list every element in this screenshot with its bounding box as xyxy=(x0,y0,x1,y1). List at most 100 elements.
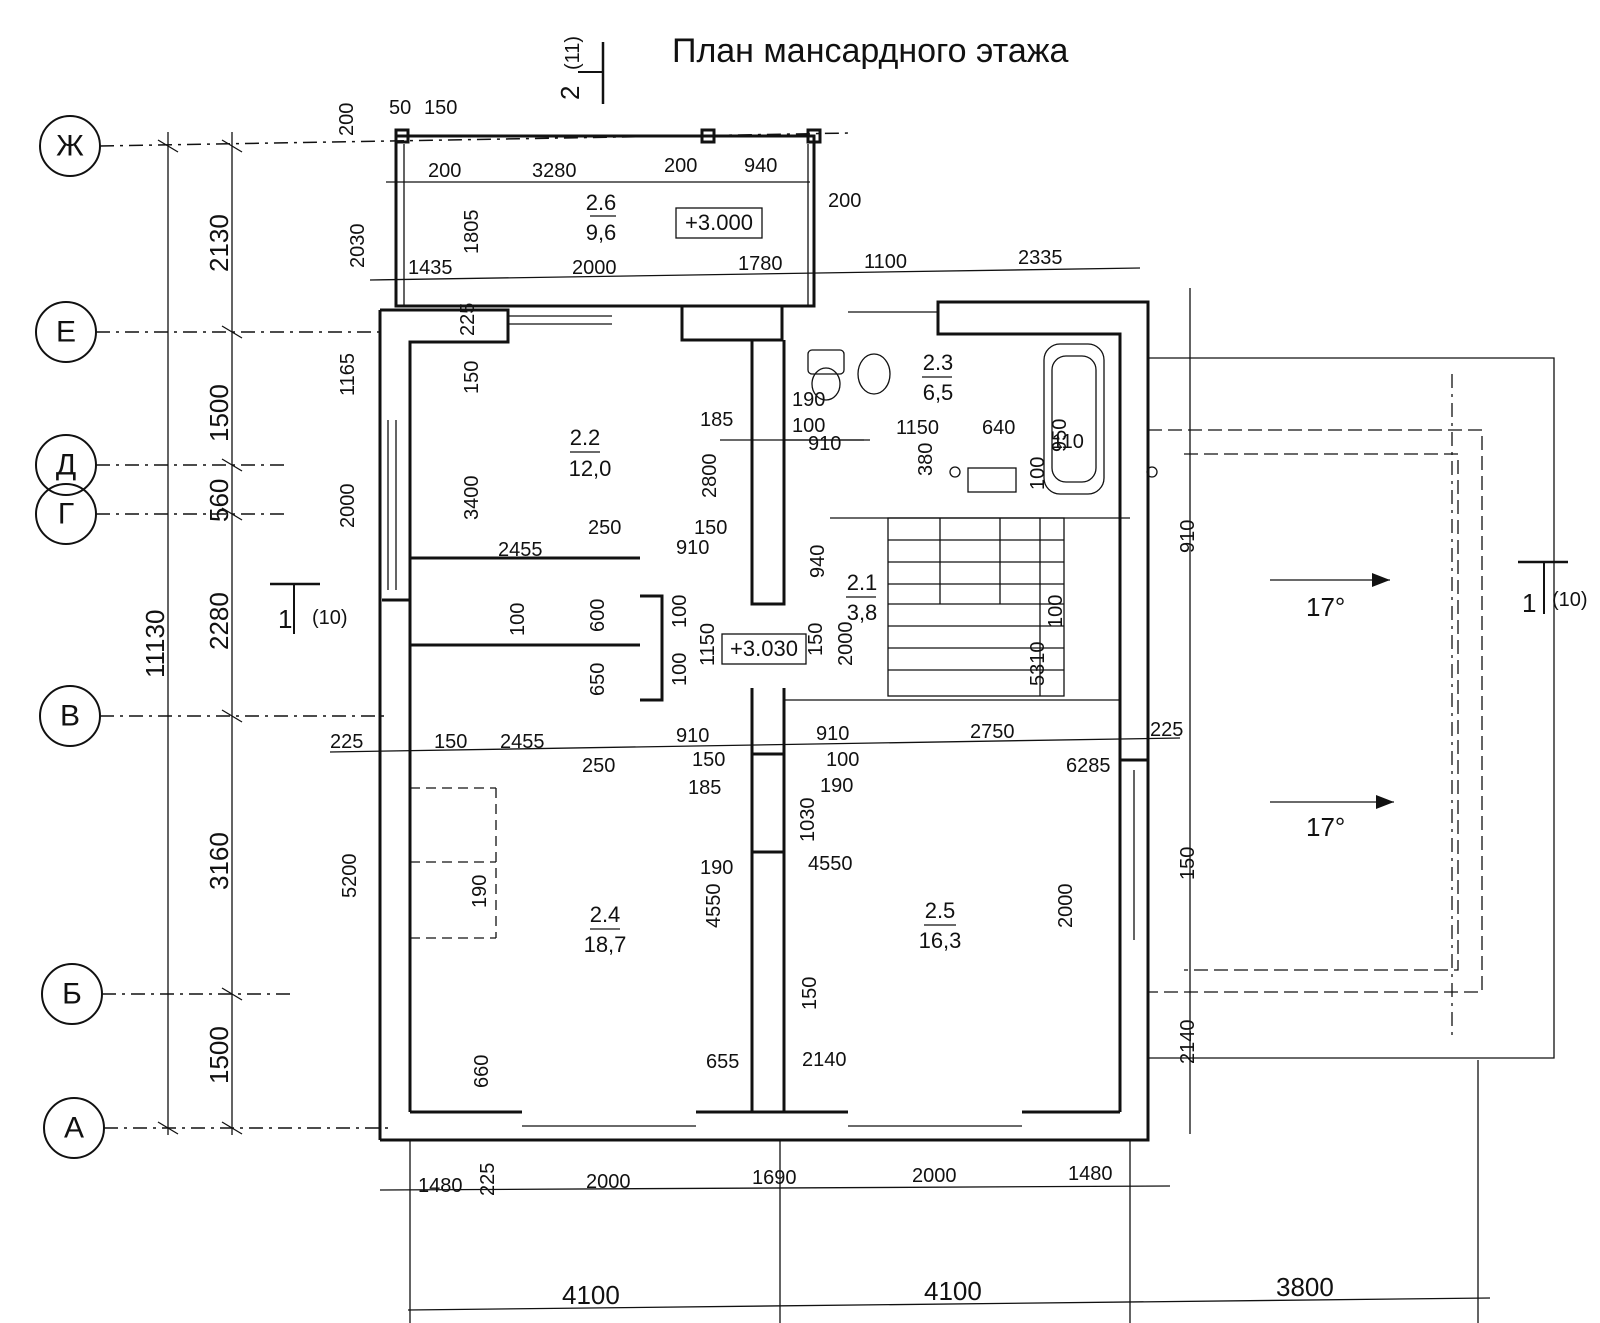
total-height-dim: 11130 xyxy=(140,610,170,678)
svg-text:600: 600 xyxy=(587,599,609,632)
svg-text:185: 185 xyxy=(688,777,721,799)
svg-text:100: 100 xyxy=(669,595,691,628)
svg-text:1150: 1150 xyxy=(697,623,719,666)
svg-text:100: 100 xyxy=(792,415,825,437)
svg-text:1805: 1805 xyxy=(461,210,483,255)
svg-text:225: 225 xyxy=(477,1163,499,1196)
svg-text:100: 100 xyxy=(507,603,529,636)
roof-slope-1: 17° xyxy=(1306,592,1345,622)
section-mark-1-right: 1 (10) xyxy=(1518,560,1588,618)
svg-text:640: 640 xyxy=(982,417,1015,439)
svg-text:(10): (10) xyxy=(312,607,348,629)
top-dimension-row: 1435 2000 1780 1100 2335 xyxy=(369,247,1141,281)
svg-text:В: В xyxy=(60,700,80,733)
svg-text:2335: 2335 xyxy=(1018,247,1063,269)
svg-text:225: 225 xyxy=(457,303,479,336)
svg-text:2.1: 2.1 xyxy=(847,570,878,595)
svg-text:6285: 6285 xyxy=(1066,755,1111,777)
svg-text:1435: 1435 xyxy=(408,257,453,279)
svg-text:4100: 4100 xyxy=(562,1280,620,1310)
svg-text:150: 150 xyxy=(1177,847,1199,880)
room-2-1: 2.1 3,8 xyxy=(846,570,877,625)
axis-row-v: В xyxy=(39,685,390,747)
svg-text:250: 250 xyxy=(588,517,621,539)
svg-text:2750: 2750 xyxy=(970,721,1015,743)
svg-text:2000: 2000 xyxy=(835,622,857,667)
svg-text:16,3: 16,3 xyxy=(919,928,962,953)
svg-text:1165: 1165 xyxy=(337,353,359,396)
svg-text:4550: 4550 xyxy=(808,853,853,875)
section-2-ref: (11) xyxy=(562,36,584,70)
svg-text:150: 150 xyxy=(805,623,827,656)
svg-text:1480: 1480 xyxy=(1068,1163,1113,1185)
svg-text:910: 910 xyxy=(676,537,709,559)
svg-text:940: 940 xyxy=(807,545,829,578)
balcony-level: +3.000 xyxy=(685,210,753,235)
svg-text:200: 200 xyxy=(828,190,861,212)
drawing-title: План мансардного этажа xyxy=(672,32,1068,70)
svg-text:2000: 2000 xyxy=(572,257,617,279)
svg-text:655: 655 xyxy=(706,1051,739,1073)
axis-row-g: Г xyxy=(35,483,290,545)
svg-text:225: 225 xyxy=(330,731,363,753)
svg-text:3280: 3280 xyxy=(532,160,577,182)
room-2-6-area: 9,6 xyxy=(586,220,617,245)
svg-text:1030: 1030 xyxy=(797,798,819,843)
svg-text:150: 150 xyxy=(434,731,467,753)
svg-text:150: 150 xyxy=(799,977,821,1010)
svg-text:225: 225 xyxy=(1150,719,1183,741)
svg-text:3160: 3160 xyxy=(204,832,234,890)
svg-text:190: 190 xyxy=(792,389,825,411)
svg-text:2.2: 2.2 xyxy=(570,425,601,450)
interior-dimensions: 225 1165 150 3400 2000 2800 185 190 100 … xyxy=(329,303,1183,1088)
svg-text:200: 200 xyxy=(428,160,461,182)
axis-row-b: Б xyxy=(41,963,295,1025)
svg-text:Б: Б xyxy=(62,978,82,1011)
svg-text:560: 560 xyxy=(204,479,234,522)
svg-text:2000: 2000 xyxy=(337,484,359,529)
svg-text:910: 910 xyxy=(808,433,841,455)
svg-text:3,8: 3,8 xyxy=(847,600,878,625)
interior-walls xyxy=(410,340,1158,1114)
svg-text:190: 190 xyxy=(820,775,853,797)
svg-text:Д: Д xyxy=(56,449,76,482)
outer-walls xyxy=(378,300,1150,1142)
room-2-2: 2.2 12,0 xyxy=(569,425,612,481)
room-2-5: 2.5 16,3 xyxy=(919,898,962,953)
svg-text:910: 910 xyxy=(676,725,709,747)
svg-text:18,7: 18,7 xyxy=(584,932,627,957)
svg-text:190: 190 xyxy=(469,875,491,908)
svg-text:100: 100 xyxy=(669,653,691,686)
svg-text:380: 380 xyxy=(915,443,937,476)
svg-text:1: 1 xyxy=(278,604,292,634)
section-mark-1-left: 1 (10) xyxy=(270,582,348,634)
svg-text:250: 250 xyxy=(582,755,615,777)
svg-text:Г: Г xyxy=(58,498,74,531)
svg-text:3400: 3400 xyxy=(461,476,483,521)
svg-text:2030: 2030 xyxy=(347,224,369,269)
section-2-number: 2 xyxy=(555,86,585,100)
svg-text:950: 950 xyxy=(1049,419,1071,452)
axis-row-a: А xyxy=(43,1097,390,1159)
svg-text:5310: 5310 xyxy=(1027,642,1049,687)
svg-text:190: 190 xyxy=(700,857,733,879)
svg-text:2000: 2000 xyxy=(586,1171,631,1193)
svg-text:940: 940 xyxy=(744,155,777,177)
svg-text:1780: 1780 xyxy=(738,253,783,275)
svg-text:150: 150 xyxy=(694,517,727,539)
svg-text:110: 110 xyxy=(1052,431,1084,453)
svg-text:2.3: 2.3 xyxy=(923,350,954,375)
svg-text:3800: 3800 xyxy=(1276,1272,1334,1302)
bottom-dimension-row: 1480 225 2000 1690 2000 1480 4100 4100 3… xyxy=(379,1060,1491,1323)
svg-text:2280: 2280 xyxy=(204,592,234,650)
roof-slope-2: 17° xyxy=(1306,812,1345,842)
svg-text:А: А xyxy=(64,1112,84,1145)
svg-text:Ж: Ж xyxy=(56,130,84,163)
svg-text:50: 50 xyxy=(389,97,411,119)
axis-row-zh: Ж xyxy=(39,115,851,177)
svg-text:2455: 2455 xyxy=(498,539,543,561)
svg-text:200: 200 xyxy=(664,155,697,177)
svg-text:1690: 1690 xyxy=(752,1167,797,1189)
svg-text:185: 185 xyxy=(700,409,733,431)
